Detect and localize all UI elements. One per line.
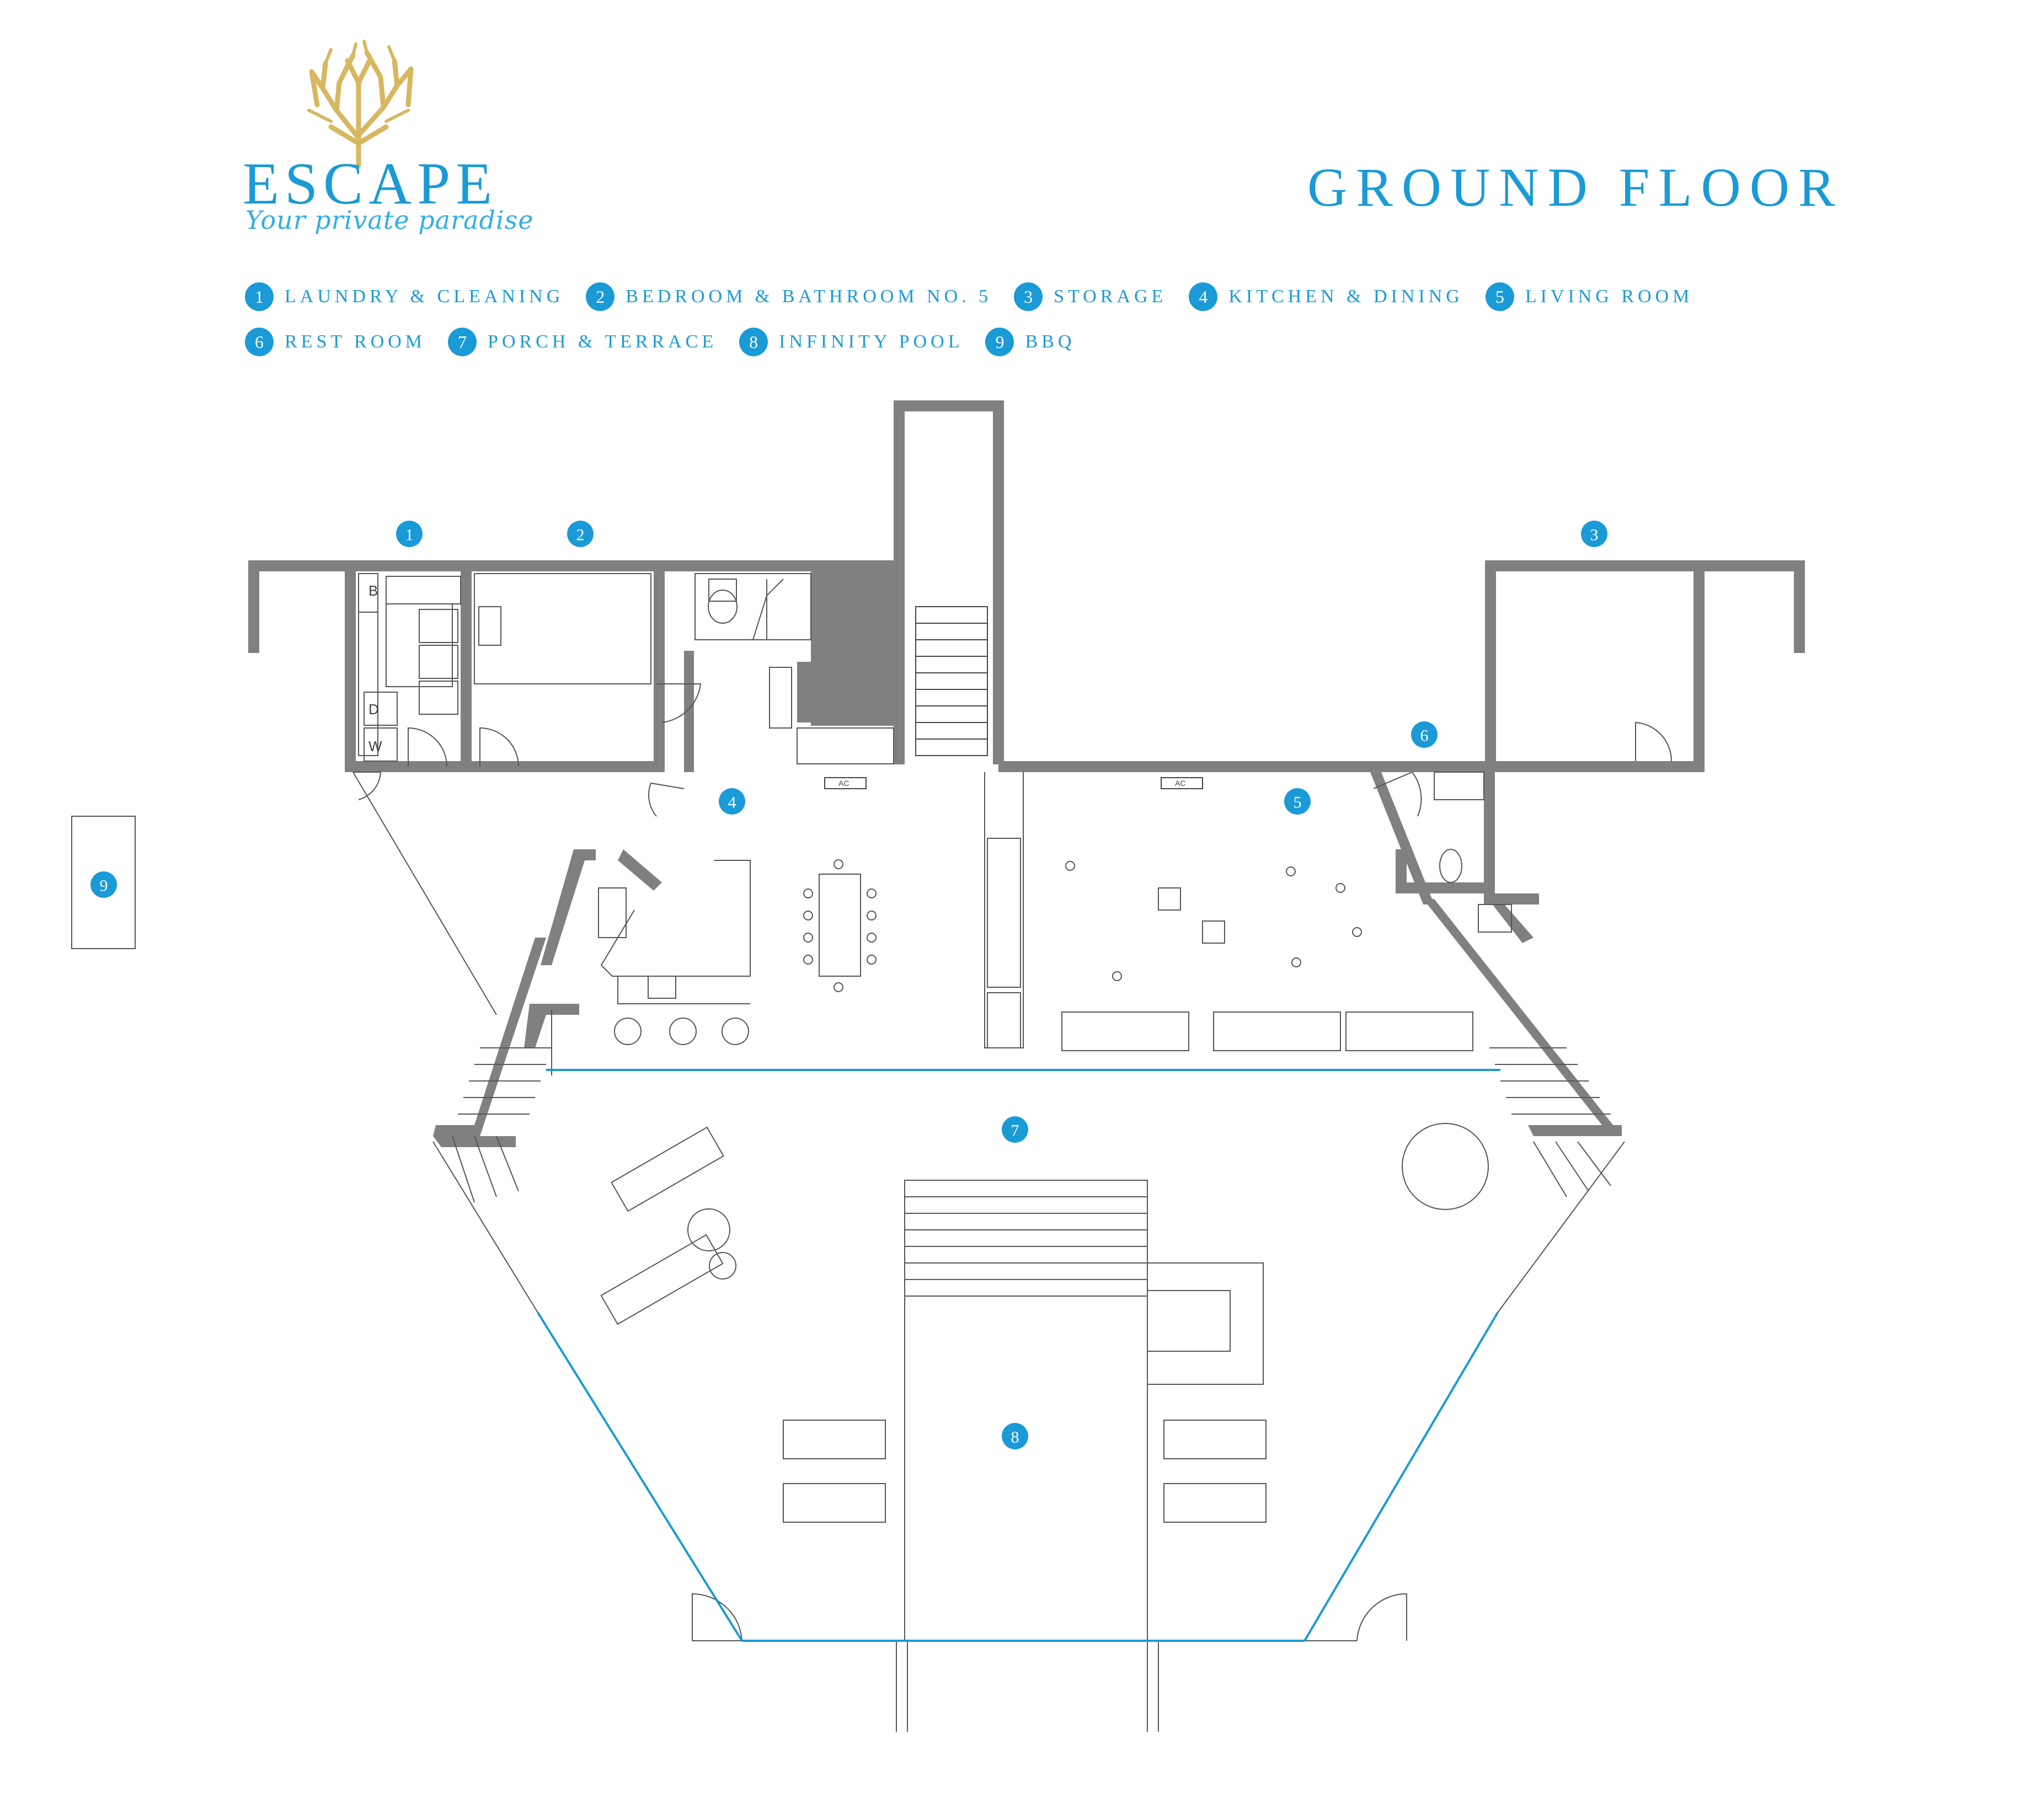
svg-text:7: 7 (1011, 1122, 1019, 1140)
room-marker-2: 2 (567, 521, 594, 547)
legend-item: 9 BBQ (985, 328, 1075, 356)
page-title: GROUND FLOOR (1307, 157, 1844, 218)
legend-number: 9 (985, 328, 1014, 356)
svg-text:4: 4 (728, 794, 736, 812)
legend-item: 8 INFINITY POOL (739, 328, 963, 356)
svg-text:3: 3 (1590, 526, 1599, 544)
svg-text:9: 9 (100, 877, 108, 895)
room-marker-8: 8 (1002, 1423, 1028, 1449)
plan-linework (71, 573, 1673, 1732)
legend-label: INFINITY POOL (779, 331, 964, 352)
room-legend: 1 LAUNDRY & CLEANING 2 BEDROOM & BATHROOM … (245, 281, 1955, 372)
legend-number: 2 (586, 282, 615, 311)
legend-item: 6 REST ROOM (245, 328, 426, 356)
ac-label-kitchen: AC (838, 779, 849, 788)
legend-number: 7 (448, 328, 477, 356)
svg-text:5: 5 (1294, 794, 1302, 812)
appliance-label-w: W (368, 738, 382, 754)
legend-number: 4 (1189, 282, 1218, 311)
legend-number: 3 (1014, 282, 1043, 311)
legend-number: 5 (1485, 282, 1514, 311)
brand-tagline: Your private paradise (245, 205, 534, 235)
legend-item: 2 BEDROOM & BATHROOM NO. 5 (586, 282, 992, 311)
legend-item: 5 LIVING ROOM (1485, 282, 1693, 311)
coral-tree-icon (307, 40, 414, 168)
ac-label-living: AC (1175, 779, 1185, 788)
svg-text:6: 6 (1420, 727, 1429, 745)
room-marker-9: 9 (90, 871, 117, 898)
legend-item: 3 STORAGE (1014, 282, 1167, 311)
glazing (537, 1069, 1500, 1642)
legend-label: KITCHEN & DINING (1228, 286, 1463, 307)
room-marker-1: 1 (396, 521, 423, 547)
room-marker-7: 7 (1002, 1116, 1028, 1143)
legend-number: 8 (739, 328, 768, 356)
legend-row: 6 REST ROOM 7 PORCH & TERRACE 8 INFINITY PO… (245, 326, 1955, 357)
legend-label: REST ROOM (285, 331, 426, 352)
legend-label: PORCH & TERRACE (488, 331, 718, 352)
walls (248, 400, 1805, 1147)
room-markers: 1 2 3 4 5 6 7 8 9 (90, 521, 1607, 1449)
room-marker-6: 6 (1411, 721, 1438, 748)
brand-name: ESCAPE (243, 151, 498, 217)
legend-number: 1 (245, 282, 274, 311)
legend-row: 1 LAUNDRY & CLEANING 2 BEDROOM & BATHROOM … (245, 281, 1955, 312)
legend-number: 6 (245, 328, 274, 356)
legend-label: LAUNDRY & CLEANING (285, 286, 564, 307)
appliance-label-d: D (368, 701, 379, 718)
room-marker-4: 4 (719, 788, 745, 815)
room-marker-5: 5 (1284, 788, 1311, 815)
appliance-label-b: B (368, 582, 378, 599)
room-marker-3: 3 (1581, 521, 1607, 547)
legend-item: 4 KITCHEN & DINING (1189, 282, 1463, 311)
legend-label: STORAGE (1054, 286, 1167, 307)
legend-label: LIVING ROOM (1525, 286, 1693, 307)
svg-text:2: 2 (576, 526, 585, 544)
svg-text:8: 8 (1011, 1428, 1019, 1447)
legend-item: 7 PORCH & TERRACE (448, 328, 717, 356)
legend-label: BEDROOM & BATHROOM NO. 5 (626, 286, 992, 307)
legend-item: 1 LAUNDRY & CLEANING (245, 282, 564, 311)
svg-text:1: 1 (405, 526, 414, 544)
legend-label: BBQ (1025, 331, 1076, 352)
